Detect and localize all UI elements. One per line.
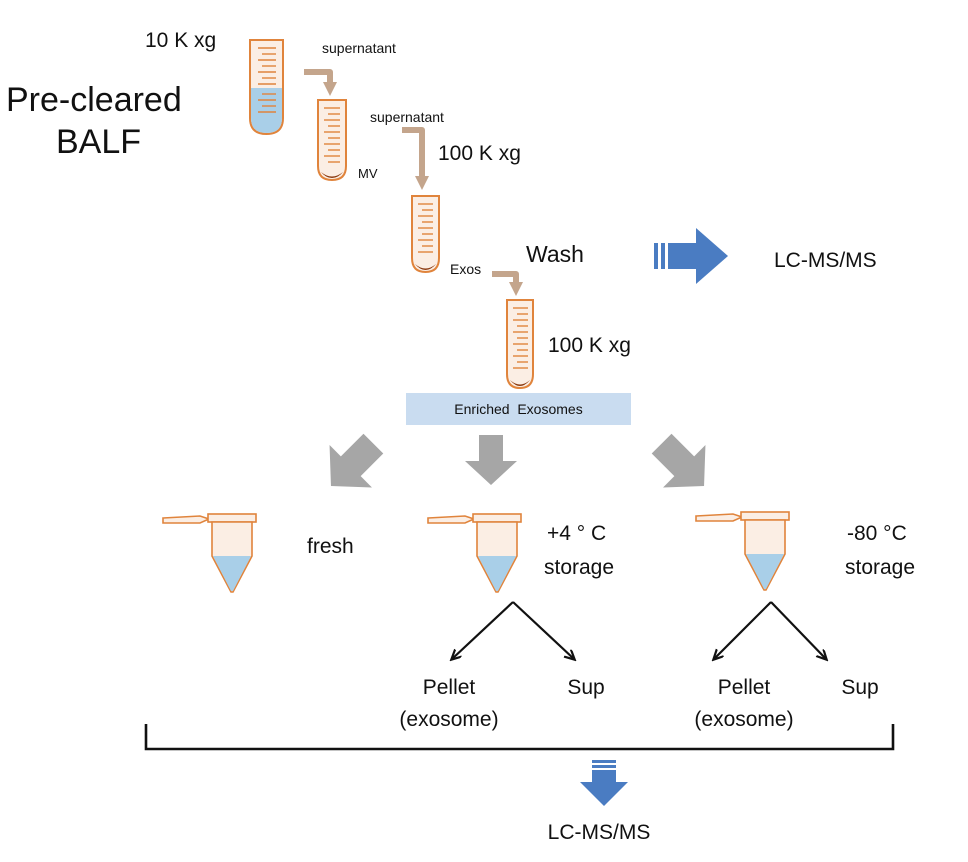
transfer-arrow-3 (492, 271, 523, 296)
supernatant-label-2: supernatant (370, 109, 444, 125)
minus80-label-line1: -80 °C (847, 522, 907, 545)
centrifuge-tube-2 (317, 99, 347, 182)
wash-to-lcms-arrow (654, 228, 728, 284)
lcms-label-bottom: LC-MS/MS (548, 821, 651, 844)
source-label-line2: BALF (56, 123, 141, 161)
lcms-label-top: LC-MS/MS (774, 249, 877, 272)
split-arrows-minus80 (714, 601, 826, 659)
enriched-exosomes-label: Enriched Exosomes (454, 401, 582, 417)
supernatant-label-1: supernatant (322, 40, 396, 56)
spin-100k-label-1: 100 K xg (438, 142, 521, 165)
spin-10k-label: 10 K xg (145, 29, 216, 52)
centrifuge-tube-1 (249, 39, 284, 136)
transfer-arrow-2 (402, 127, 429, 190)
microtube-plus4 (427, 513, 522, 593)
split-arrows-plus4 (452, 601, 574, 659)
pellet-a-line1: Pellet (423, 676, 476, 699)
fresh-label: fresh (307, 535, 354, 558)
wash-label: Wash (526, 241, 584, 267)
transfer-arrow-1 (304, 69, 337, 96)
gray-arrow-left (329, 433, 384, 488)
spin-100k-label-2: 100 K xg (548, 334, 631, 357)
centrifuge-tube-4 (506, 299, 534, 390)
gray-arrow-right (651, 433, 706, 488)
pellet-b-line1: Pellet (718, 676, 771, 699)
pellet-b-line2: (exosome) (694, 708, 793, 731)
pellet-a-line2: (exosome) (399, 708, 498, 731)
microtube-fresh (162, 513, 257, 593)
exos-label: Exos (450, 261, 481, 277)
bottom-bracket (144, 724, 895, 751)
source-label-line1: Pre-cleared (6, 81, 182, 119)
gray-arrow-center (465, 435, 517, 485)
sup-a-label: Sup (567, 676, 604, 699)
bottom-down-arrow (580, 760, 628, 806)
mv-label: MV (358, 166, 378, 181)
sup-b-label: Sup (841, 676, 878, 699)
plus4-label-line1: +4 ° C (547, 522, 606, 545)
enriched-exosomes-box (406, 393, 631, 425)
centrifuge-tube-3 (411, 195, 440, 274)
microtube-minus80 (695, 511, 790, 591)
minus80-label-line2: storage (845, 556, 915, 579)
plus4-label-line2: storage (544, 556, 614, 579)
